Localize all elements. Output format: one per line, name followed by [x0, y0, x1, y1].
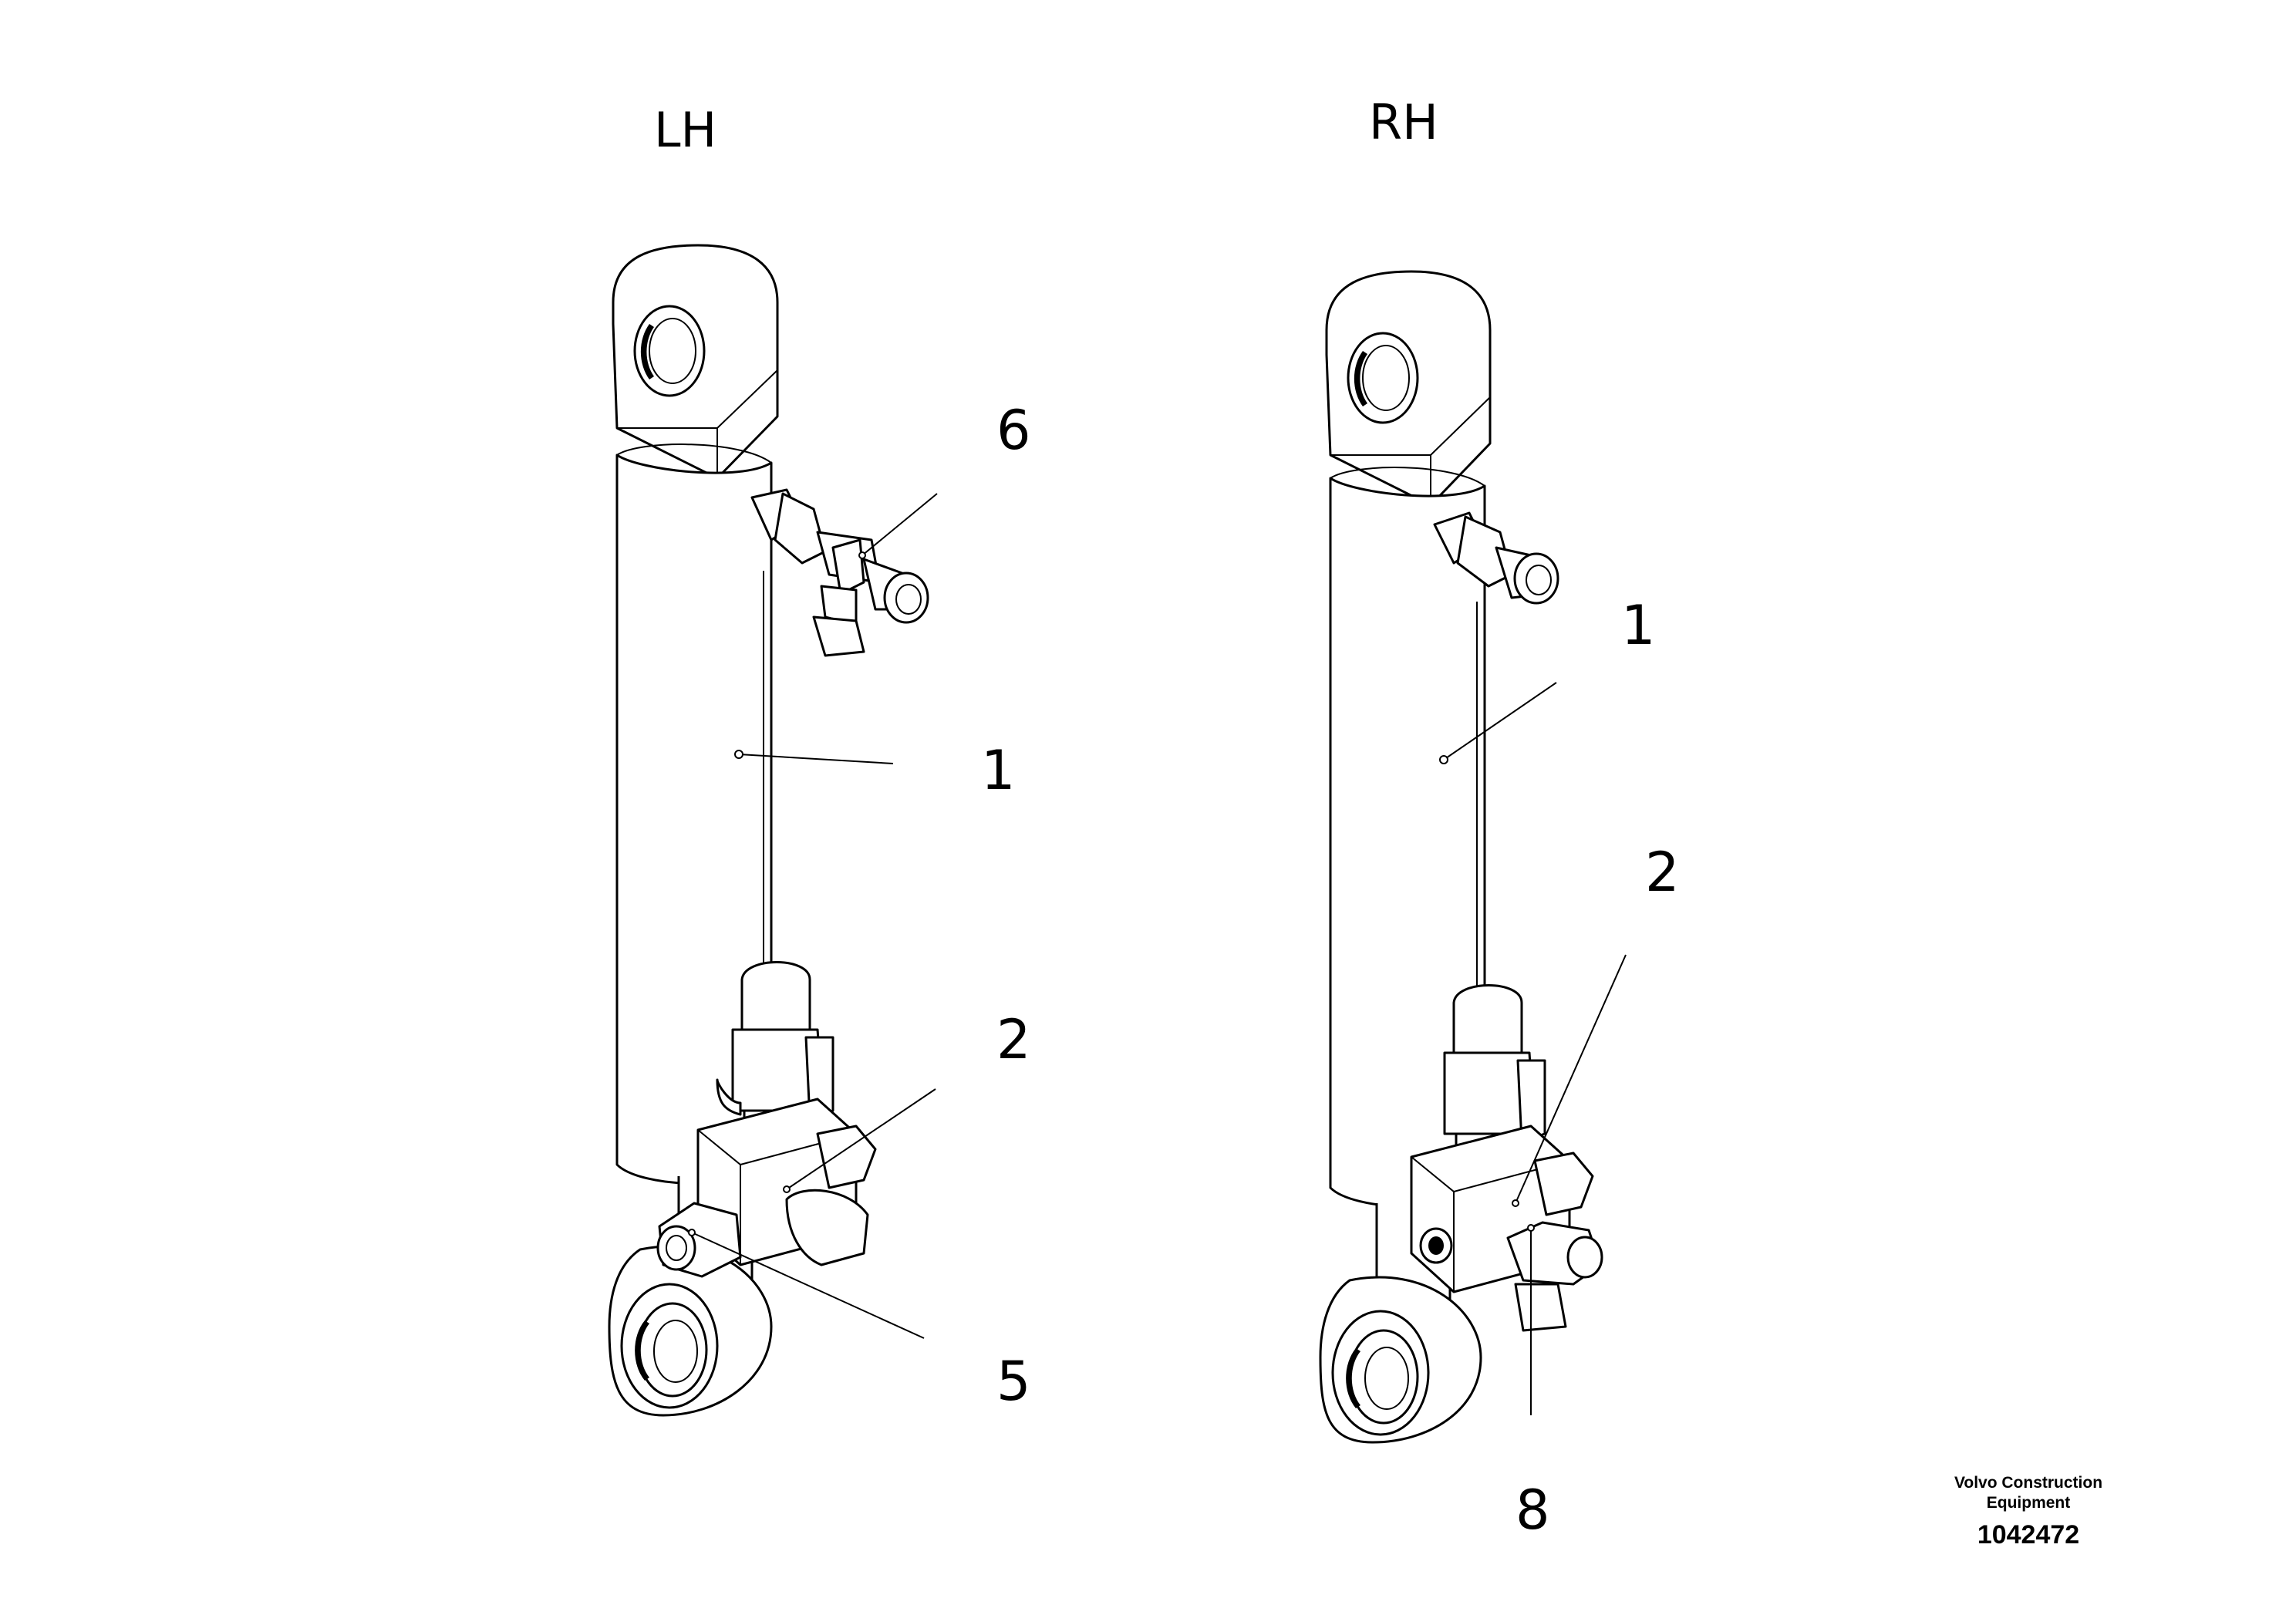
callout-rh-1: 1 — [1621, 594, 1656, 657]
callout-rh-8: 8 — [1515, 1479, 1550, 1542]
callout-lh-6: 6 — [996, 399, 1031, 462]
drawing-number: 1042472 — [1977, 1520, 2080, 1549]
callout-rh-2: 2 — [1645, 841, 1680, 904]
right-cylinder-assembly — [1319, 270, 1627, 1444]
callout-lh-5: 5 — [996, 1350, 1031, 1413]
brand-block: Volvo Construction Equipment 1042472 — [1905, 1473, 2152, 1553]
callout-lh-1: 1 — [981, 739, 1016, 802]
view-title-lh: LH — [654, 102, 716, 158]
left-cylinder-assembly — [608, 244, 938, 1417]
view-title-rh: RH — [1369, 94, 1438, 150]
callout-lh-2: 2 — [996, 1008, 1031, 1071]
brand-name-line2: Equipment — [1986, 1494, 2071, 1512]
brand-name-line1: Volvo Construction — [1954, 1474, 2103, 1492]
